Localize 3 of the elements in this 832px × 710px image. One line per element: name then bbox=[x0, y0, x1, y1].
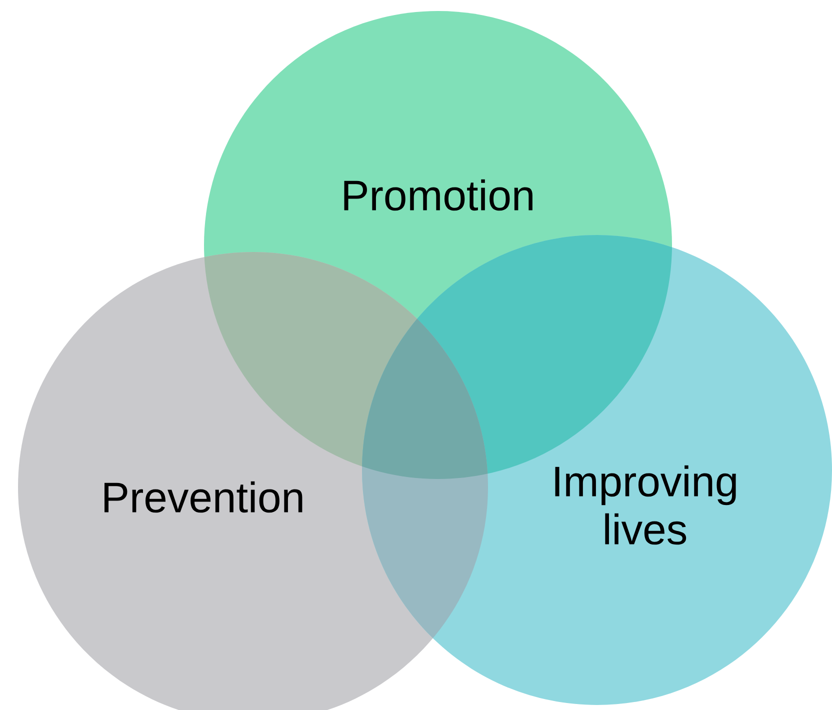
circle-label: Improving lives bbox=[555, 465, 736, 545]
circle-label: Prevention bbox=[104, 481, 302, 513]
circle-label: Promotion bbox=[344, 179, 532, 211]
